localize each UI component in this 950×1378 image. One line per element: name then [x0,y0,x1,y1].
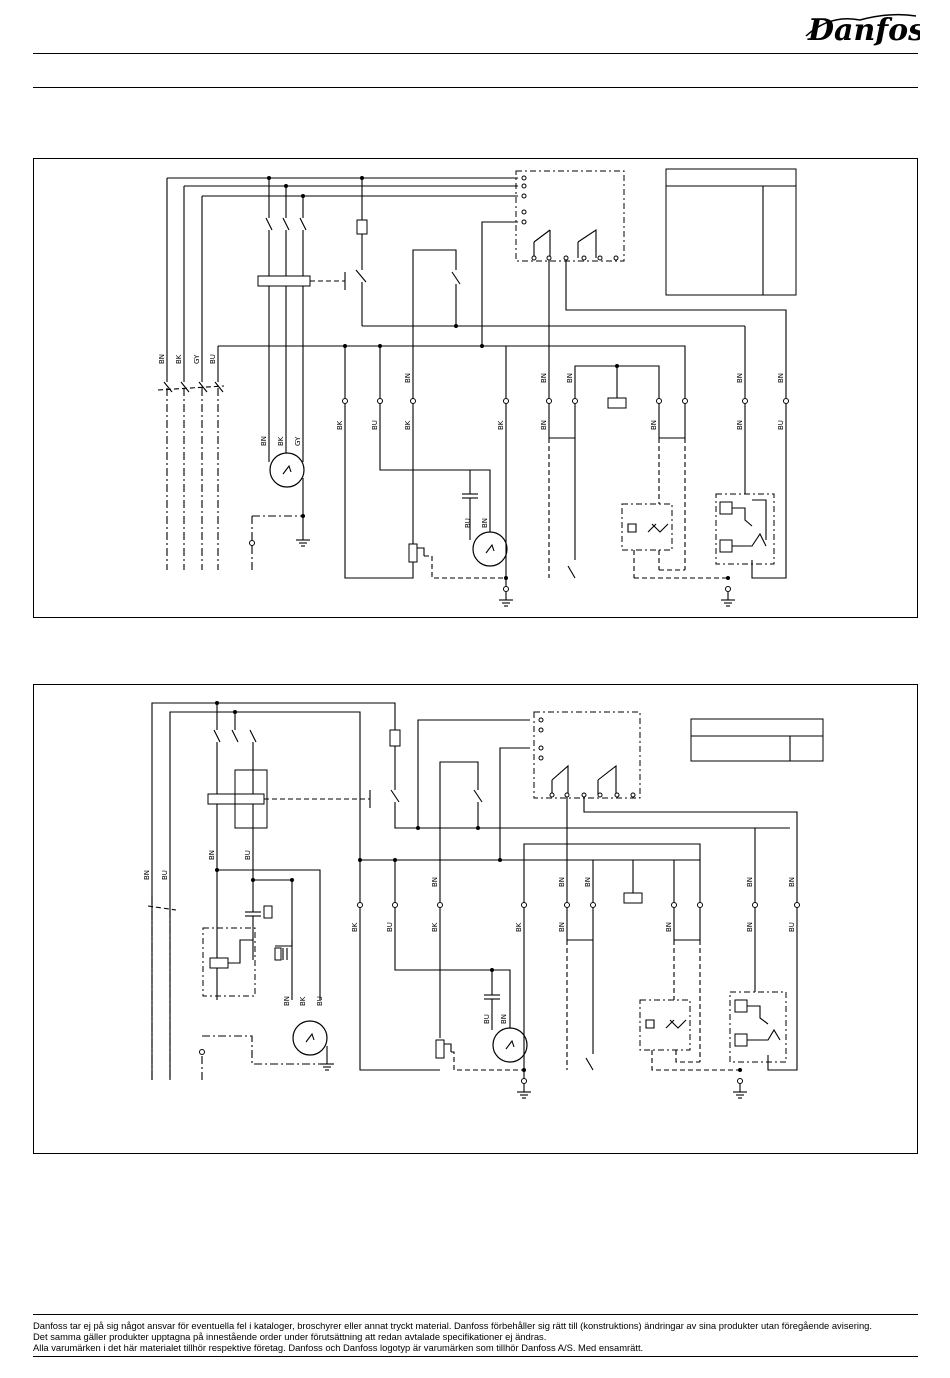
wire-label: BK [497,420,505,430]
footer-line-3: Alla varumärken i det här materialet til… [33,1342,644,1353]
wire-label: BK [351,922,359,932]
wire-label: BN [431,877,439,887]
wire-label: BU [244,850,252,860]
timer-unit-box [515,170,625,262]
main-switch-symbol [157,381,225,393]
wire-label: BU [161,870,169,880]
wire-label: BN [558,922,566,932]
wire-label: BN [540,373,548,383]
control-unit-box-2 [729,991,787,1063]
wire-label: BU [386,922,394,932]
wire-label: BN [143,870,151,880]
wire-label: BK [515,922,523,932]
wire-label: BN [566,373,574,383]
wiring-diagram-1 [33,158,918,618]
wire-label: BK [336,420,344,430]
wire-labels-1: BN BK GY BU BN BK GY BK BU BN BK BK BN B… [158,354,785,528]
wire-label: BK [431,922,439,932]
wire-label: BU [483,1014,491,1024]
wire-label: BU [464,518,472,528]
fuse [356,219,368,235]
header-rule-top [33,53,918,54]
wire-label: BN [746,877,754,887]
wire-label: BN [650,420,658,430]
relay-coil [607,397,627,409]
wire-label: BN [208,850,216,860]
motor-2 [472,404,513,607]
legend-table-1 [665,168,797,296]
supply-bus-lines [166,177,518,570]
wire-label: BN [404,373,412,383]
wire-label: BN [736,420,744,430]
terminal-row-1 [342,346,789,404]
wire-label: BN [283,996,291,1006]
wire-label: BU [371,420,379,430]
wire-label: GY [294,436,302,446]
wire-label: BN [158,354,166,364]
wire-label: BK [404,420,412,430]
overload-relay [257,275,311,287]
wire-labels-2: BN BU BN BU BN BK BU BK BU BN BK BK BN B… [143,850,796,1024]
wire-label: BU [209,354,217,364]
wire-label: BU [788,922,796,932]
wire-label: BK [175,354,183,364]
wire-label: BN [777,373,785,383]
footer-rule-top [33,1314,918,1315]
wire-label: BK [299,996,307,1006]
wire-label: BN [481,518,489,528]
motor-1 [249,452,310,570]
legend-table-2 [690,718,824,762]
wire-label: GY [193,354,201,364]
pressure-switch-box [621,503,673,551]
wire-label: BN [260,436,268,446]
thermal-protector [408,543,418,563]
wire-label: BN [540,420,548,430]
wire-label: BN [788,877,796,887]
footer-disclaimer: Danfoss tar ej på sig något ansvar för e… [33,1320,918,1353]
wire-label: BU [777,420,785,430]
danfoss-logo: Danfoss [805,13,920,48]
start-relay-box [202,927,256,997]
pressure-switch-box-2 [639,999,691,1051]
wire-label: BN [746,922,754,932]
logo-text: Danfoss [807,13,920,48]
wiring-diagram-2 [33,684,918,1154]
footer-line-1: Danfoss tar ej på sig något ansvar för e… [33,1320,872,1331]
wire-label: BK [277,436,285,446]
wiring-diagram-2-lines [147,701,824,1099]
wire-label: BN [584,877,592,887]
timer-unit-box-2 [533,711,641,799]
footer-line-2: Det samma gäller produkter upptagna på i… [33,1331,547,1342]
wire-label: BN [500,1014,508,1024]
header-rule-bottom [33,87,918,88]
footer-rule-bottom [33,1356,918,1357]
wire-label: BN [558,877,566,887]
wire-label: BU [316,996,324,1006]
wire-label: BN [736,373,744,383]
wire-label: BN [665,922,673,932]
